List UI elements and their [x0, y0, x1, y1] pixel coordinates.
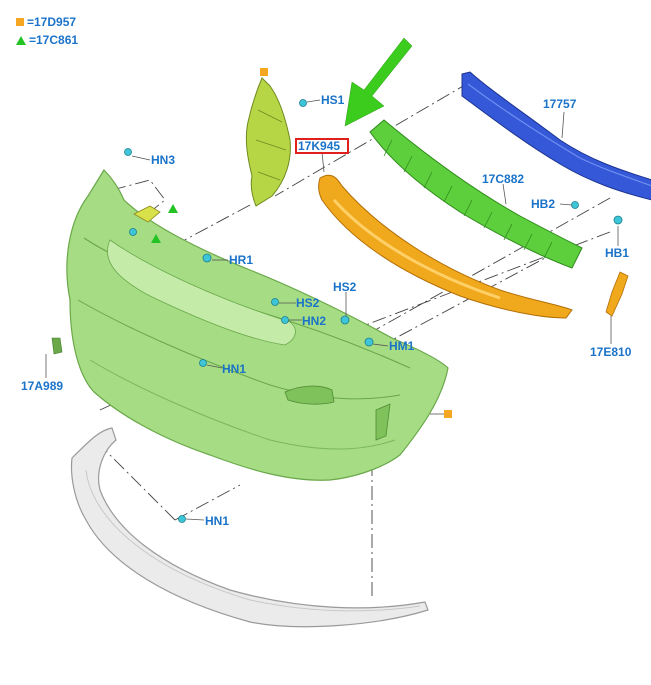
legend-label: =17C861 [29, 33, 79, 47]
label-hs2: HS2 [333, 280, 357, 294]
label-hb1: HB1 [605, 246, 629, 260]
label-17k945: 17K945 [298, 139, 340, 153]
fastener-hn3b [129, 228, 137, 236]
green-arrow-icon [344, 37, 413, 127]
label-hn1-lower: HN1 [205, 514, 229, 528]
orange-square-icon [260, 68, 268, 76]
label-17c882: 17C882 [482, 172, 524, 186]
fastener-hr1 [202, 253, 212, 263]
clip-17a989 [51, 337, 63, 355]
label-17a989: 17A989 [21, 379, 63, 393]
highlight-box [295, 138, 349, 154]
fastener-hs2b [340, 315, 350, 325]
legend-label: =17D957 [27, 15, 77, 29]
label-hn3: HN3 [151, 153, 175, 167]
green-triangle-icon [168, 204, 178, 213]
orange-square-icon [444, 410, 452, 418]
green-triangle-icon [16, 35, 26, 45]
green-triangle-icon [151, 234, 161, 243]
label-hr1: HR1 [229, 253, 253, 267]
fog-lamp-opening [284, 385, 335, 405]
fastener-hm1 [364, 337, 374, 347]
legend-item-17c861: =17C861 [16, 33, 78, 47]
fastener-hn2 [281, 316, 289, 324]
fastener-hs2 [271, 298, 279, 306]
lower-grille [318, 174, 573, 319]
orange-square-icon [16, 18, 24, 26]
label-hs1: HS1 [321, 93, 345, 107]
side-bracket [245, 77, 291, 207]
energy-absorber [369, 119, 583, 269]
grille-opening [107, 239, 296, 346]
legend-item-17d957: =17D957 [16, 15, 76, 29]
lower-deflector [70, 427, 429, 628]
label-17e810: 17E810 [590, 345, 632, 359]
label-hb2: HB2 [531, 197, 555, 211]
fastener-hs1 [299, 99, 307, 107]
label-hn2: HN2 [302, 314, 326, 328]
fastener-hn1b [178, 515, 186, 523]
label-hs2-left: HS2 [296, 296, 320, 310]
fastener-hn1 [199, 359, 207, 367]
fastener-hb2 [571, 201, 579, 209]
label-hm1: HM1 [389, 339, 415, 353]
label-hn1: HN1 [222, 362, 246, 376]
fastener-hn3 [124, 148, 132, 156]
label-17757: 17757 [543, 97, 577, 111]
bracket-17c861 [133, 205, 161, 223]
reflector-17e810 [605, 271, 629, 317]
fastener-hb1 [613, 215, 623, 225]
